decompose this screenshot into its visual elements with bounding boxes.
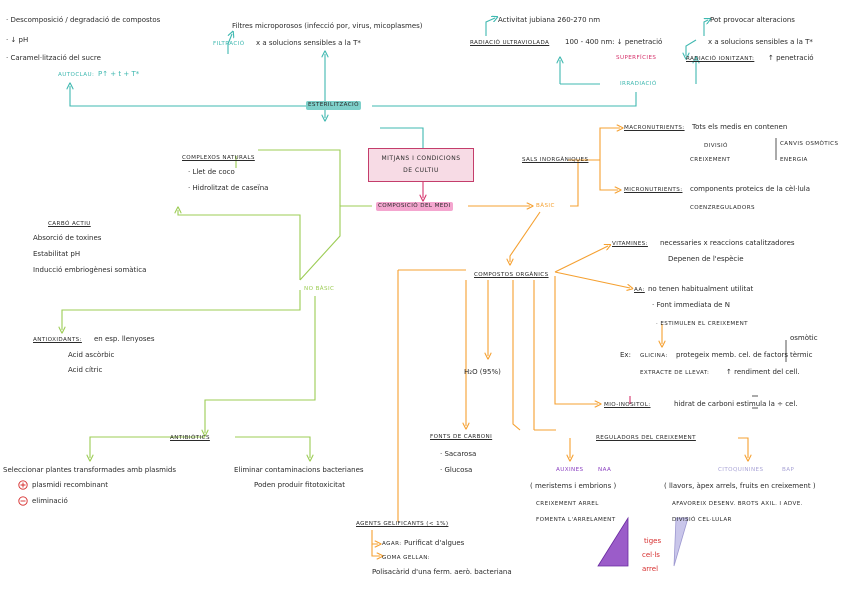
mio-text: hidrat de carboni estimula la ÷ cel. bbox=[674, 400, 798, 408]
h2o-text: H₂O (95%) bbox=[464, 368, 501, 376]
termic-text: tèrmic bbox=[790, 351, 813, 359]
antibiotics-label: ANTIBIÒTICS bbox=[170, 435, 210, 441]
cytokinin-gradient-triangle bbox=[673, 517, 689, 567]
vitamines-label: VITAMINES: bbox=[612, 241, 648, 247]
central-topic-line2: DE CULTIU bbox=[403, 167, 439, 174]
vitamines-sub: Depenen de l'espècie bbox=[668, 255, 744, 263]
antiox-text: en esp. llenyoses bbox=[94, 335, 155, 343]
glicina-text: protegeix memb. cel. de factors bbox=[676, 351, 789, 359]
glicina-label: GLICINA: bbox=[640, 353, 668, 359]
irradiacio-label: IRRADIACIÓ bbox=[620, 81, 657, 87]
radiacio-uv-label: RADIACIÓ ULTRAVIOLADA bbox=[470, 40, 550, 46]
antiox-item-2: Acid cítric bbox=[68, 366, 103, 374]
plus-circle-icon bbox=[18, 480, 28, 490]
antib-left-text: Seleccionar plantes transformades amb pl… bbox=[3, 466, 176, 474]
fonts-item-1: · Sacarosa bbox=[440, 450, 477, 458]
minus-circle-icon bbox=[18, 496, 28, 506]
cito-item-1: AFAVOREIX DESENV. BROTS AXIL. I ADVE. bbox=[672, 501, 803, 507]
central-topic-line1: MITJANS I CONDICIONS bbox=[381, 155, 461, 162]
auxines-sub: ( meristems i embrions ) bbox=[530, 482, 617, 490]
antib-right-1: Eliminar contaminacions bacterianes bbox=[234, 466, 364, 474]
auxin-gradient-triangle bbox=[597, 516, 629, 567]
agents-label: AGENTS GELIFICANTS (< 1%) bbox=[356, 521, 449, 527]
complexos-item-2: · Hidrolitzat de caseïna bbox=[188, 184, 269, 192]
radiacio-ionitzant-text: ↑ penetració bbox=[768, 54, 814, 62]
osmotic-text: osmòtic bbox=[790, 334, 818, 342]
arrel-label: arrel bbox=[642, 565, 659, 573]
micro-label: MICRONUTRIENTS: bbox=[624, 187, 683, 193]
ex-label: Ex: bbox=[620, 351, 631, 359]
extracte-label: EXTRACTE DE LLEVAT: bbox=[640, 370, 710, 376]
aa-text: no tenen habitualment utilitat bbox=[648, 285, 754, 293]
carbo-item-2: Estabilitat pH bbox=[33, 250, 81, 258]
carbo-item-3: Inducció embriogènesi somàtica bbox=[33, 266, 147, 274]
agar-text: Purificat d'algues bbox=[404, 539, 465, 547]
autoclau-label: AUTOCLAU: bbox=[58, 72, 95, 78]
complexos-label: COMPLEXOS NATURALS bbox=[182, 155, 255, 161]
filtracio-text: x a solucions sensibles a la T* bbox=[256, 39, 361, 47]
carbo-item-1: Absorció de toxines bbox=[33, 234, 102, 242]
antib-plus-text: plasmidi recombinant bbox=[32, 481, 108, 489]
note-caramel: · Caramel·lització del sucre bbox=[6, 54, 101, 62]
fonts-label: FONTS DE CARBONI bbox=[430, 434, 493, 440]
superficies-label: SUPERFÍCIES bbox=[616, 55, 657, 61]
antib-right-2: Poden produir fitotoxicitat bbox=[254, 481, 345, 489]
vitamines-text: necessaries x reaccions catalitzadores bbox=[660, 239, 795, 247]
antiox-label: ANTIOXIDANTS: bbox=[33, 337, 82, 343]
filtracio-label: FILTRACIÓ bbox=[213, 41, 245, 47]
cito-item-2: DIVISIÓ CEL·LULAR bbox=[672, 517, 732, 523]
sals-label: SALS INORGÀNIQUES bbox=[522, 157, 589, 163]
carbo-label: CARBÓ ACTIU bbox=[48, 221, 91, 227]
activitat-text: Activitat jubiana 260-270 nm bbox=[498, 16, 601, 24]
antiox-item-1: Acid ascòrbic bbox=[68, 351, 115, 359]
tiges-label: tiges bbox=[644, 537, 662, 545]
autoclau-value: P↑ + t + T* bbox=[98, 70, 140, 78]
extracte-text: ↑ rendiment del cell. bbox=[726, 368, 800, 376]
cells-label: cel·ls bbox=[642, 551, 660, 559]
goma-label: GOMA GELLAN: bbox=[382, 555, 431, 561]
mio-label: MIO-INOSITOL: bbox=[604, 402, 651, 408]
note-descomposicio: · Descomposició / degradació de composto… bbox=[6, 16, 161, 24]
radiacio-ionitzant-label: RADIACIÓ IONITZANT: bbox=[686, 56, 755, 62]
complexos-item-1: · Llet de coco bbox=[188, 168, 235, 176]
note-ph: · ↓ pH bbox=[6, 36, 29, 44]
pot-provocar-text: Pot provocar alteracions bbox=[710, 16, 795, 24]
compostos-label: COMPOSTOS ORGÀNICS bbox=[474, 272, 549, 278]
cito-sub: ( llavors, àpex arrels, fruits en creixe… bbox=[664, 482, 816, 490]
radiacio-uv-text: 100 - 400 nm: ↓ penetració bbox=[565, 38, 663, 46]
energia-text: ENERGIA bbox=[780, 157, 808, 163]
x-solucions-text: x a solucions sensibles a la T* bbox=[708, 38, 813, 46]
citoquinines-label: CITOQUININES bbox=[718, 467, 764, 473]
macro-text: Tots els medis en contenen bbox=[692, 123, 788, 131]
auxines-item-2: FOMENTA L'ARRELAMENT bbox=[536, 517, 616, 523]
goma-text: Polisacàrid d'una ferm. aerò. bacteriana bbox=[372, 568, 512, 576]
fonts-item-2: · Glucosa bbox=[440, 466, 473, 474]
micro-text: components proteics de la cèl·lula bbox=[690, 185, 811, 193]
no-basic-label: NO BÀSIC bbox=[304, 286, 335, 292]
auxines-label: AUXINES bbox=[556, 467, 584, 473]
macro-label: MACRONUTRIENTS: bbox=[624, 125, 685, 131]
filtres-text: Filtres microporosos (infecció por, viru… bbox=[232, 22, 423, 30]
canvis-text: CANVIS OSMÒTICS bbox=[780, 141, 839, 147]
composicio-label: COMPOSICIÓ DEL MEDI bbox=[376, 202, 453, 211]
agar-label: AGAR: bbox=[382, 541, 402, 547]
basic-label: BÀSIC bbox=[536, 203, 555, 209]
coenz-text: COENZREGULADORS bbox=[690, 205, 755, 211]
aa-sub-1: · Font immediata de N bbox=[652, 301, 730, 309]
reguladors-label: REGULADORS DEL CREIXEMENT bbox=[596, 435, 696, 441]
naa-label: NAA bbox=[598, 467, 612, 473]
aa-label: AA: bbox=[634, 287, 645, 293]
antib-minus-text: eliminació bbox=[32, 497, 68, 505]
creixement-text: CREIXEMENT bbox=[690, 157, 731, 163]
aa-sub-2: · ESTIMULEN EL CREIXEMENT bbox=[656, 321, 748, 327]
bap-label: BAP bbox=[782, 467, 795, 473]
divisio-text: DIVISIÓ bbox=[704, 143, 728, 149]
auxines-item-1: CREIXEMENT ARREL bbox=[536, 501, 599, 507]
esterilitzacio-label: ESTERILITZACIÓ bbox=[306, 101, 361, 110]
central-topic: MITJANS I CONDICIONS DE CULTIU bbox=[368, 148, 474, 182]
